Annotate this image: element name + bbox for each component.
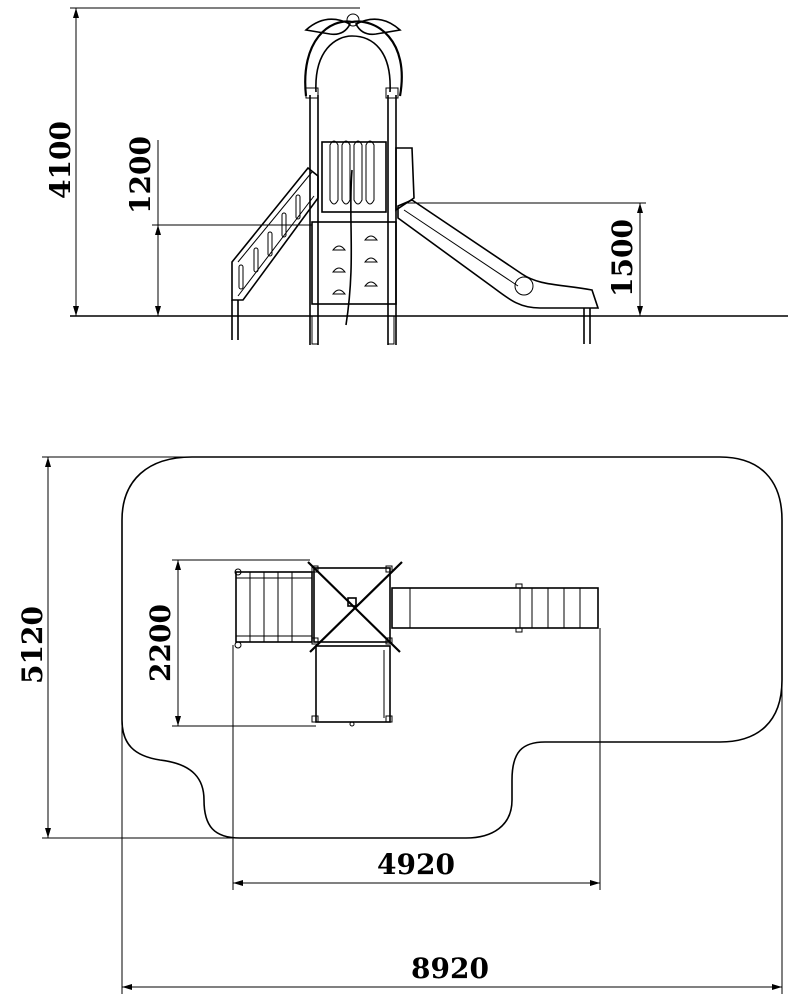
safety-zone-depth-label: 5120 (16, 606, 49, 684)
slide (397, 199, 600, 344)
plan-platform (307, 561, 403, 653)
slide-height-dimension: 1500 (405, 202, 646, 316)
platform-height-dimension: 1200 (124, 136, 312, 316)
safety-zone-length-label: 8920 (411, 952, 489, 985)
safety-zone-outline (121, 456, 783, 839)
safety-zone-length-dimension: 8920 (121, 680, 783, 994)
platform-depth-dimension: 2200 (144, 559, 316, 727)
total-height-label: 4100 (44, 121, 77, 199)
platform-depth-label: 2200 (144, 604, 177, 682)
safety-zone-depth-dimension: 5120 (16, 456, 240, 839)
equipment-length-label: 4920 (377, 848, 455, 881)
platform-height-label: 1200 (124, 136, 157, 214)
plan-ladder (234, 568, 313, 649)
plan-view: 2200 5120 4920 8920 (16, 456, 783, 994)
equipment-length-dimension: 4920 (232, 628, 601, 890)
tower (304, 13, 415, 345)
total-height-dimension: 4100 (44, 7, 360, 316)
slide-height-label: 1500 (606, 219, 639, 297)
plan-slide (391, 583, 599, 633)
stairs (231, 166, 319, 340)
elevation-view: 4100 1200 1500 (44, 7, 788, 345)
plan-lower-platform (311, 645, 393, 727)
